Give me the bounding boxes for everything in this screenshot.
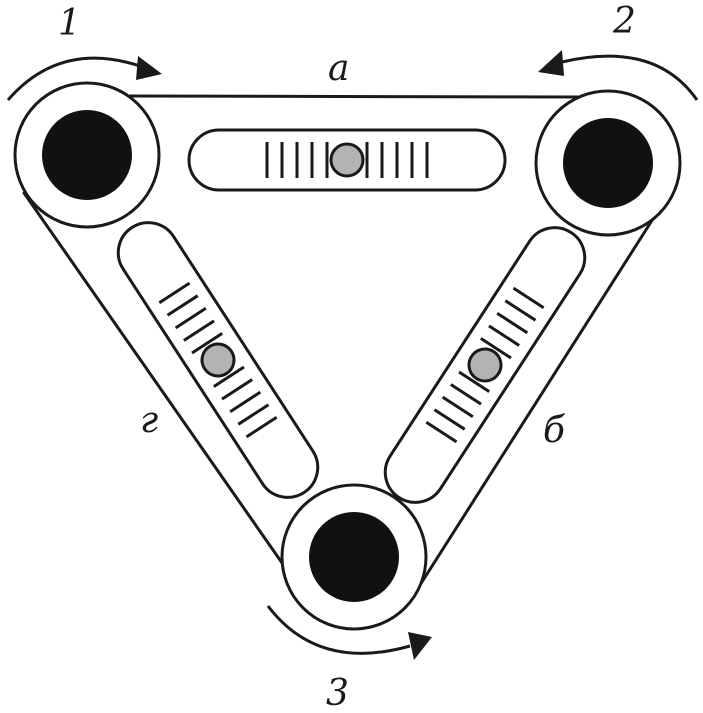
rotation-arrow-3	[266, 605, 432, 660]
pulley-2	[534, 89, 682, 237]
label-pulley-2: 2	[612, 1, 636, 42]
frame-line-left	[22, 191, 289, 572]
pulley-1-hub	[42, 110, 132, 200]
label-side-b: б	[543, 410, 566, 451]
frame-line-right	[418, 198, 667, 587]
rotation-arrow-2	[538, 50, 699, 101]
frame-outline	[22, 94, 667, 587]
frame-line-top	[110, 94, 584, 99]
rotation-arrow-1	[6, 56, 162, 101]
label-pulley-3: 3	[326, 673, 349, 713]
label-side-a: а	[328, 48, 349, 89]
slot-b-bearing	[467, 347, 503, 383]
slot-b	[383, 226, 587, 504]
slot-g	[116, 221, 320, 499]
label-side-g: г	[140, 400, 158, 441]
pulley-1	[13, 81, 161, 229]
slot-b-scale-marks	[425, 286, 545, 444]
slot-g-scale-marks	[158, 281, 278, 439]
label-pulley-1: 1	[58, 3, 81, 44]
slot-a-scale-marks	[265, 142, 429, 178]
slot-a-bearing	[329, 142, 365, 178]
slot-g-bearing	[200, 342, 236, 378]
pulley-3-hub	[309, 512, 399, 602]
pulley-2-hub	[563, 118, 653, 208]
slot-a	[187, 128, 507, 192]
pulley-3	[280, 483, 428, 631]
